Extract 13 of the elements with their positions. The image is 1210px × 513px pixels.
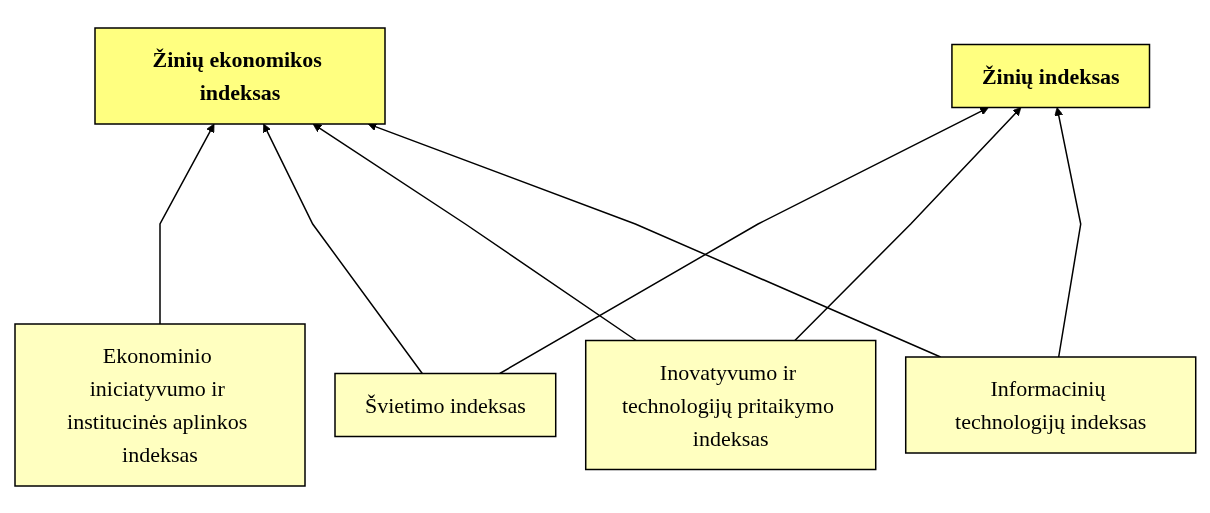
- arrow: [498, 106, 989, 374]
- node-box: Žinių ekonomikos indeksas: [93, 26, 386, 125]
- arrow: [158, 123, 215, 325]
- arrow: [312, 123, 637, 341]
- arrow: [1054, 106, 1082, 358]
- node-box: Ekonominio iniciatyvumo ir institucinės aplinkos indeksas: [13, 322, 306, 487]
- node-box: Švietimo indeksas: [333, 372, 557, 437]
- node-box: Žinių indeksas: [950, 43, 1150, 108]
- arrow: [367, 122, 941, 358]
- node-box: Inovatyvumo ir technologijų pritaikymo indeksas: [584, 339, 877, 470]
- arrow: [262, 123, 423, 374]
- node-box: Informacinių technologijų indeksas: [904, 355, 1197, 454]
- arrow: [793, 106, 1021, 341]
